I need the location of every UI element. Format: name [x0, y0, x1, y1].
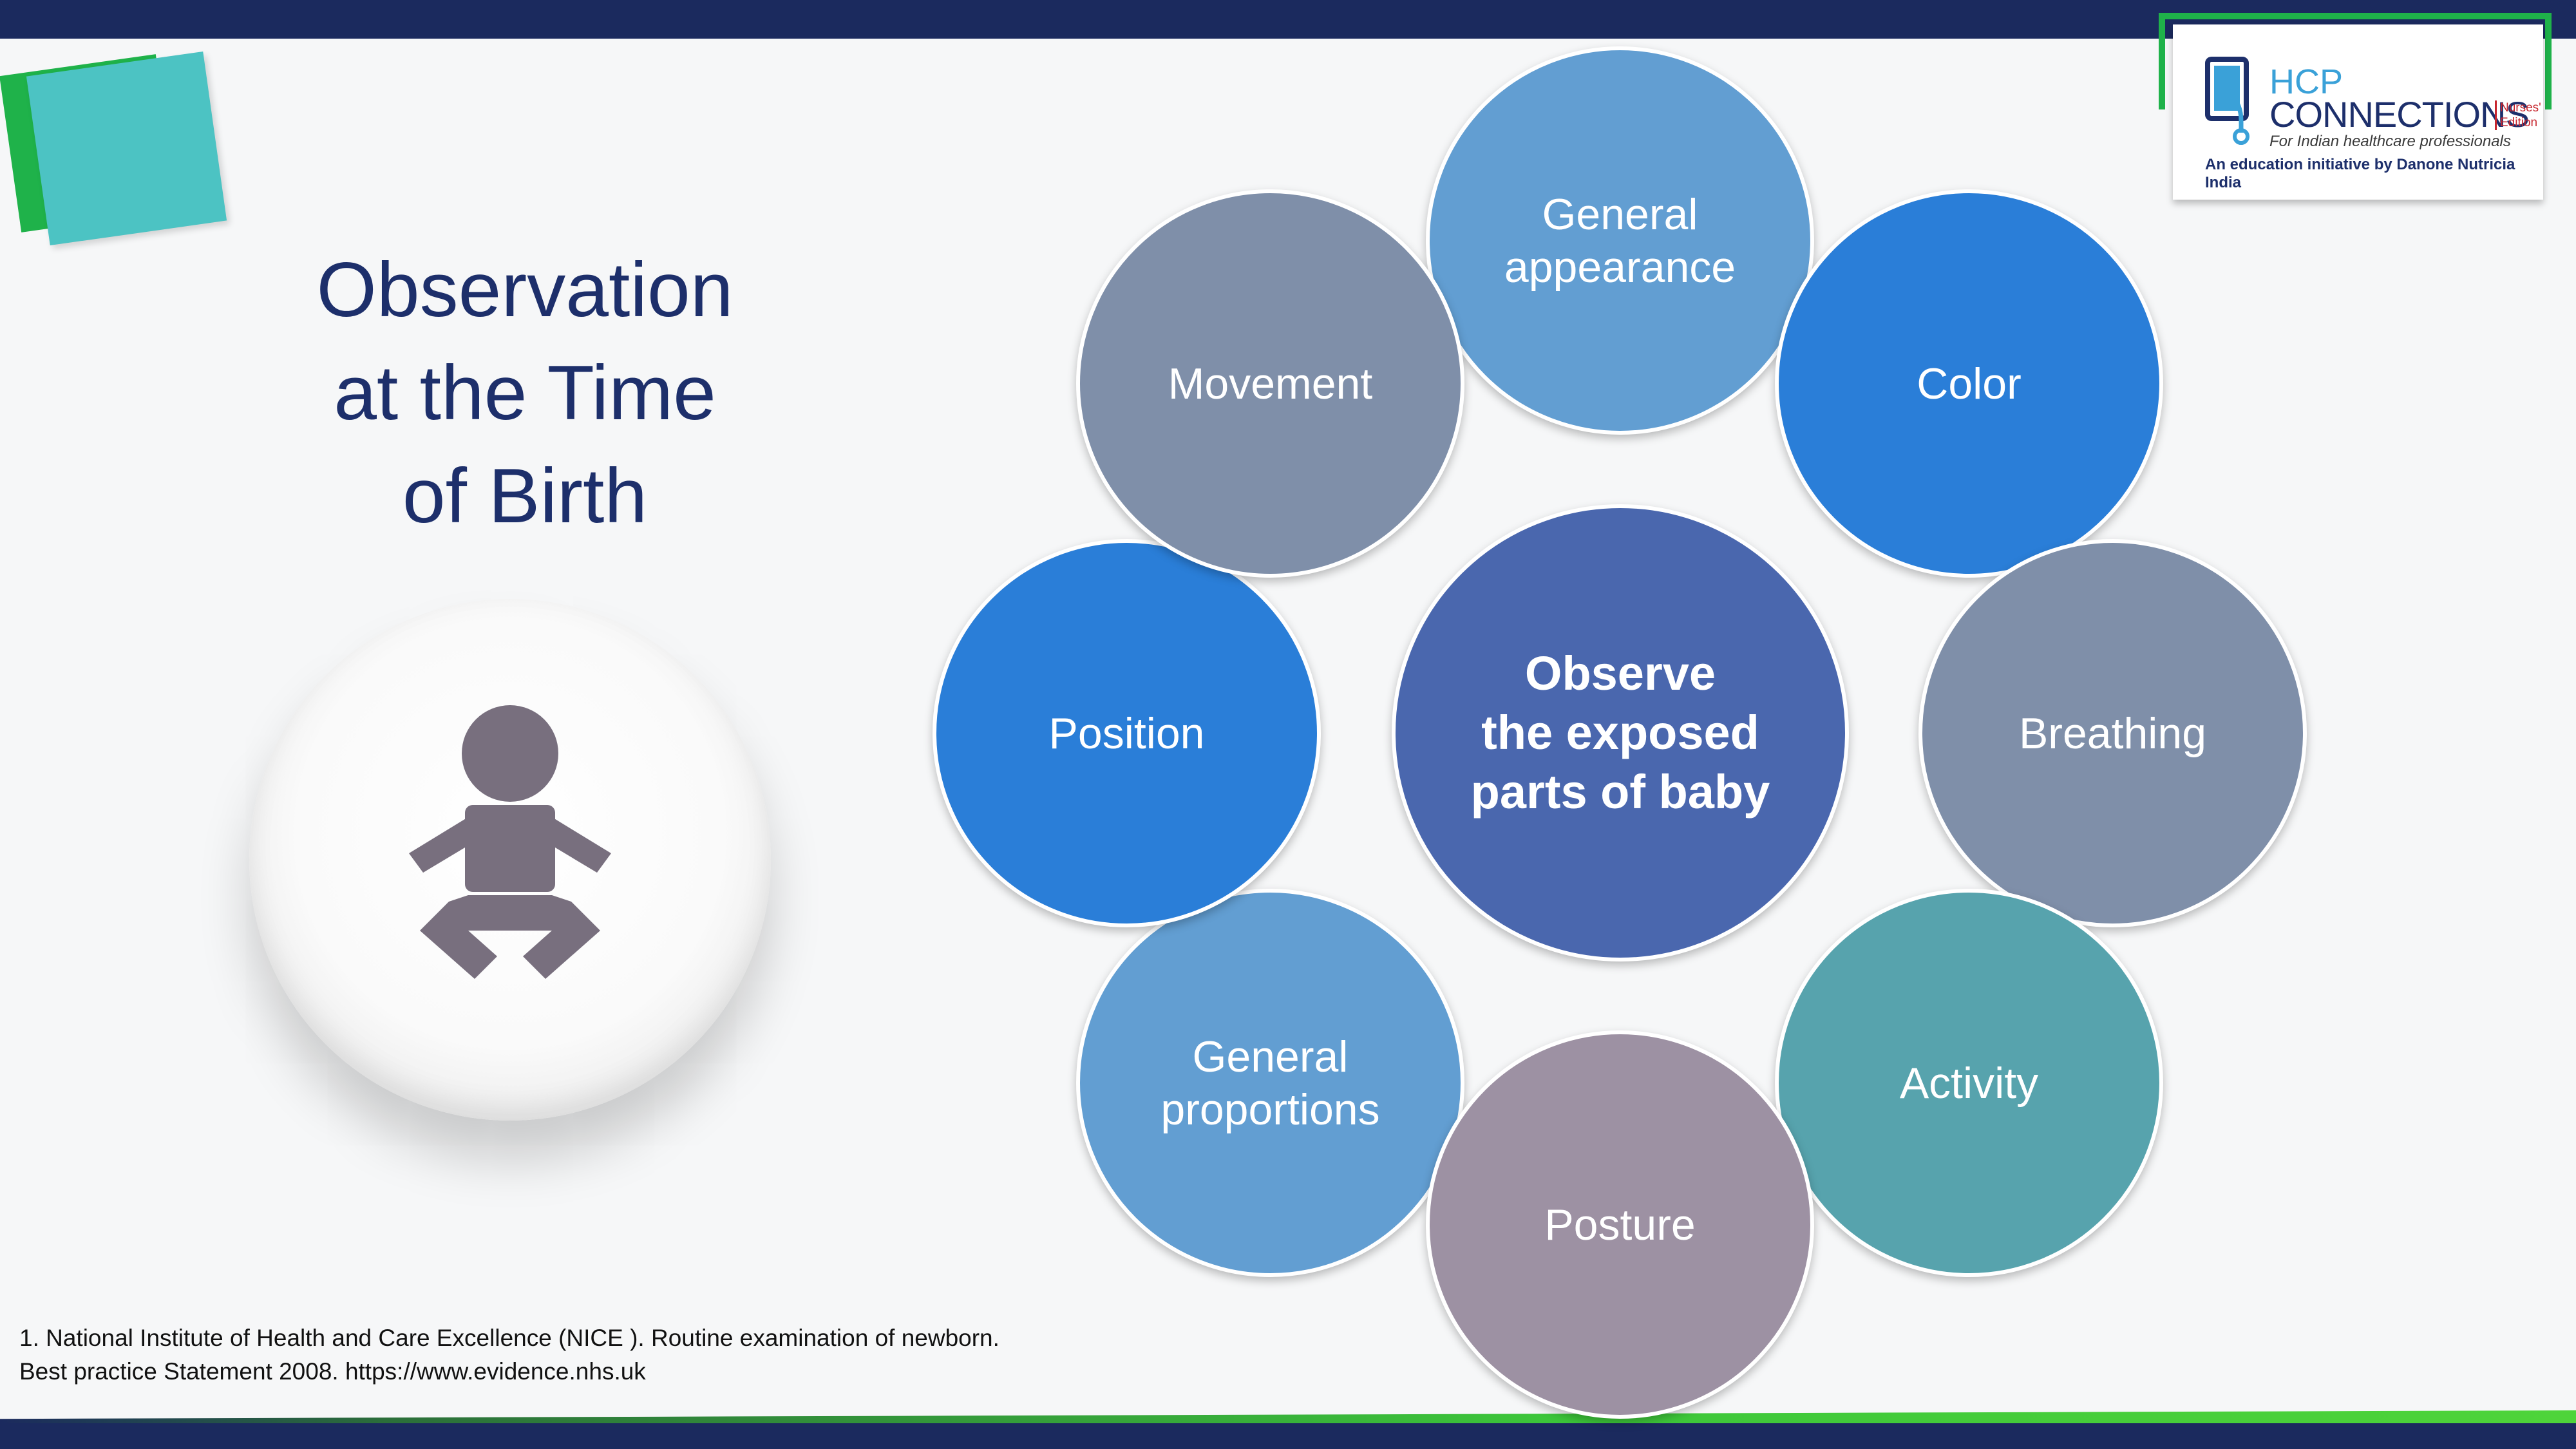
bottom-accent-stripe [0, 1410, 2576, 1425]
baby-icon [409, 705, 611, 979]
node-position: Position [933, 539, 1321, 927]
logo-initiative: An education initiative by Danone Nutric… [2205, 156, 2515, 191]
logo-tagline: For Indian healthcare professionals [2269, 133, 2511, 150]
footnote: 1. National Institute of Health and Care… [19, 1321, 999, 1388]
stethoscope-tablet-icon [2205, 57, 2249, 145]
title-line-2: at the Time [334, 350, 716, 436]
node-label: Color [1917, 359, 2022, 408]
logo-edition: Nurses' Edition [2500, 100, 2541, 130]
node-posture: Posture [1426, 1030, 1814, 1419]
node-label: Movement [1168, 359, 1373, 408]
node-breathing: Breathing [1918, 539, 2307, 927]
center-node: Observe the exposed parts of baby [1392, 504, 1849, 961]
logo-connections-text: CONNECTIONS [2269, 94, 2530, 135]
top-bar [0, 0, 2576, 39]
node-movement: Movement [1076, 189, 1464, 578]
logo-card: HCP CONNECTIONS Nurses' Edition For Indi… [2173, 24, 2543, 200]
logo-divider [2495, 100, 2497, 130]
baby-button [249, 599, 771, 1121]
node-color: Color [1775, 189, 2163, 578]
logo-edition-line1: Nurses' [2500, 101, 2541, 115]
page-title: Observation at the Time of Birth [254, 238, 795, 547]
footnote-line-2: Best practice Statement 2008. https://ww… [19, 1358, 646, 1385]
title-line-3: of Birth [402, 453, 648, 539]
node-label: Activity [1899, 1058, 2039, 1108]
logo-hcp-text: HCP [2269, 62, 2344, 101]
hcp-connections-logo: HCP CONNECTIONS Nurses' Edition For Indi… [2159, 13, 2558, 200]
corner-decoration [0, 0, 258, 258]
bottom-bar [0, 1423, 2576, 1449]
node-label: General appearance [1504, 189, 1736, 292]
center-label: Observe the exposed parts of baby [1470, 647, 1770, 819]
logo-edition-line2: Edition [2500, 116, 2538, 129]
footnote-line-1: 1. National Institute of Health and Care… [19, 1325, 999, 1351]
node-general-appearance: General appearance [1426, 46, 1814, 435]
node-label: General proportions [1160, 1032, 1380, 1134]
node-label: Position [1048, 708, 1205, 758]
node-general-proportions: General proportions [1076, 889, 1464, 1277]
node-label: Breathing [2018, 708, 2207, 758]
logo-frame [2159, 13, 2552, 109]
node-activity: Activity [1775, 889, 2163, 1277]
teal-square [26, 52, 227, 245]
title-line-1: Observation [316, 247, 734, 333]
node-label: Posture [1544, 1200, 1696, 1249]
